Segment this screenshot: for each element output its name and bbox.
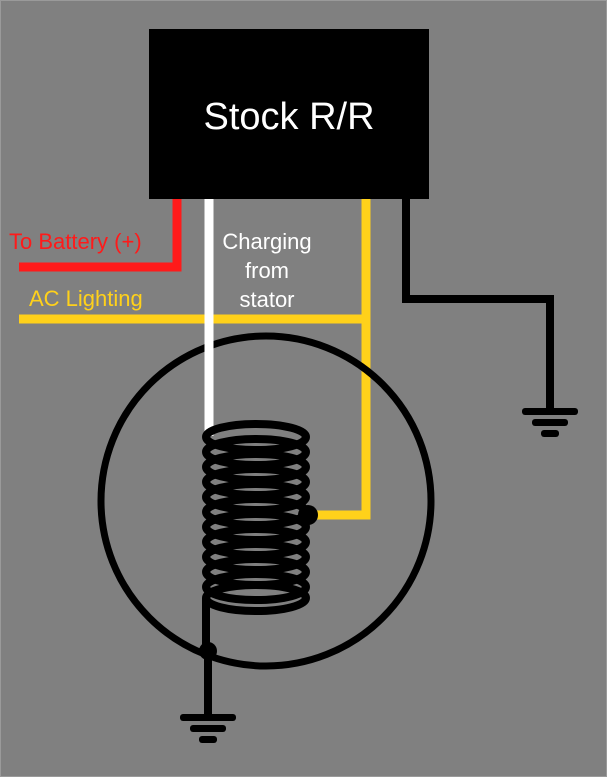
battery-positive-wire <box>19 199 182 272</box>
charging-label-line-1: Charging <box>222 229 311 254</box>
regulator-box[interactable] <box>149 29 429 199</box>
stator-ground-symbol <box>180 714 236 743</box>
ac-lighting-label: AC Lighting <box>29 286 143 311</box>
charging-label-line-3: stator <box>239 287 294 312</box>
regulator-box-title: Stock R/R <box>203 96 374 138</box>
coil-output-dot <box>298 505 318 525</box>
stator-housing <box>97 332 435 670</box>
stator-yellow-wire <box>308 199 371 520</box>
stator-coil <box>202 420 310 615</box>
to-battery-label: To Battery (+) <box>9 229 142 254</box>
coil-ground-dot <box>199 642 217 660</box>
charging-label-line-2: from <box>245 258 289 283</box>
regulator-ground-wire <box>402 199 554 411</box>
regulator-ground-symbol <box>522 408 578 437</box>
